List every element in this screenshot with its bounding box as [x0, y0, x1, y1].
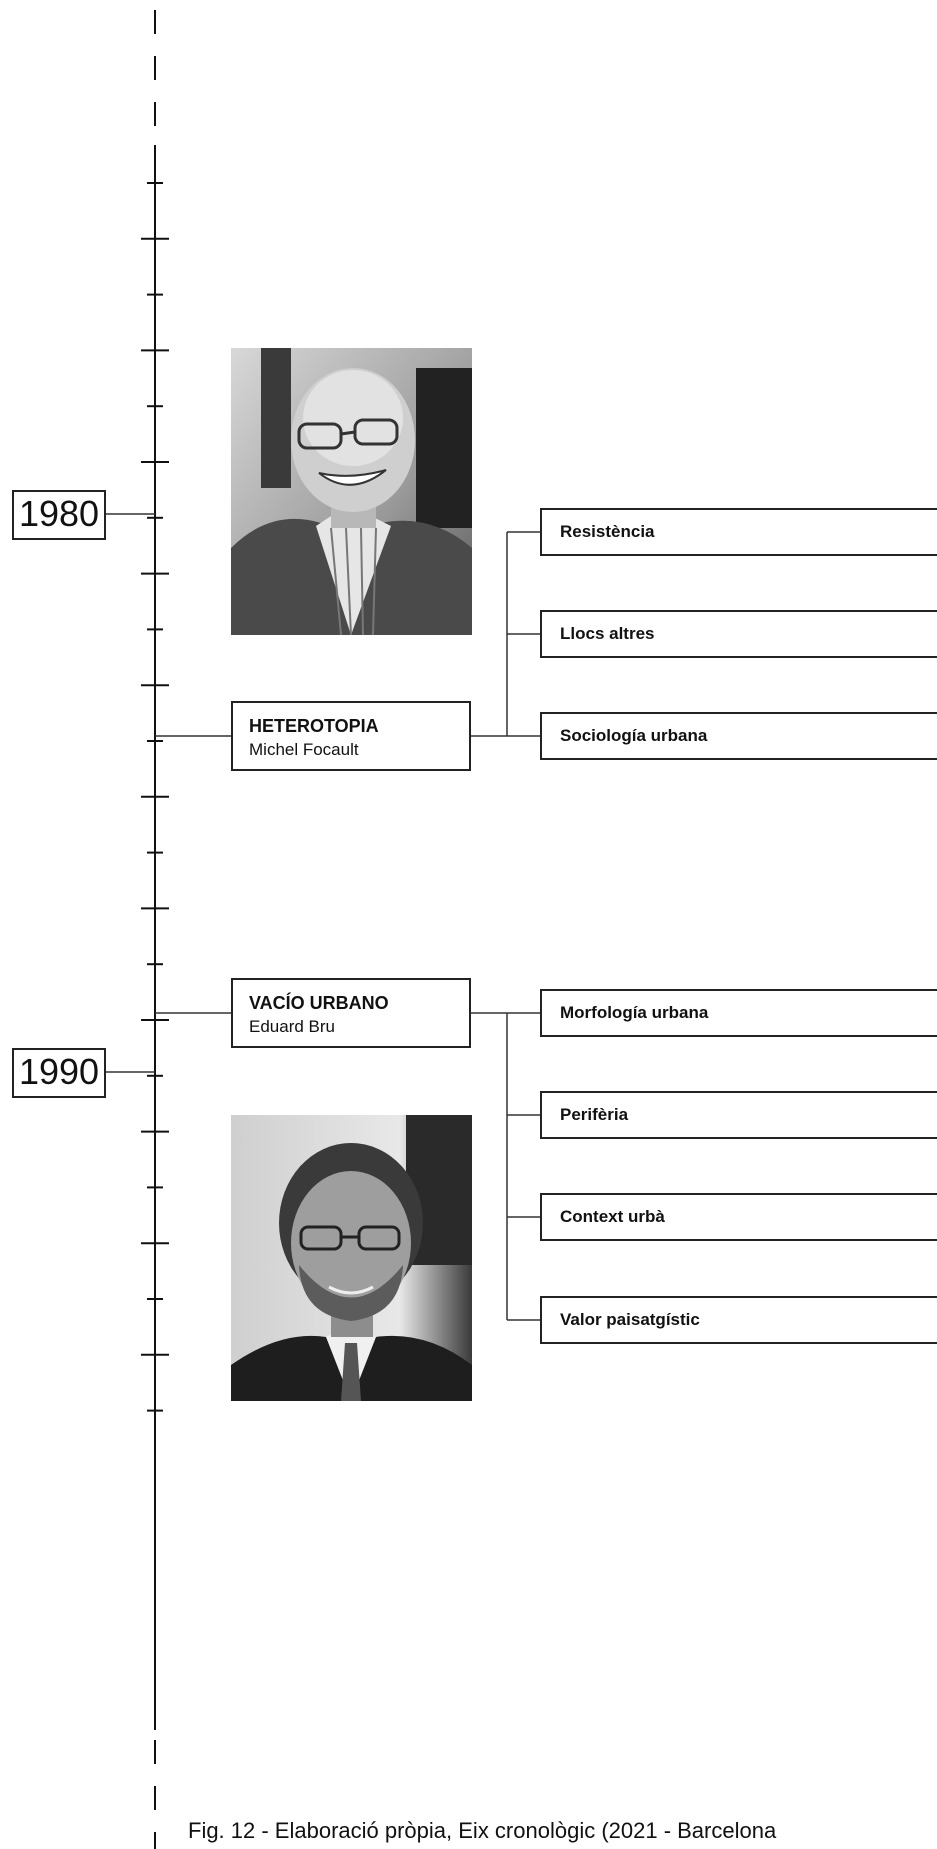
- tag-morfologia-urbana: Morfología urbana: [540, 989, 937, 1037]
- tag-llocs-altres: Llocs altres: [540, 610, 937, 658]
- concept-title: VACÍO URBANO: [249, 993, 389, 1013]
- portrait-michel-foucault: [231, 348, 472, 635]
- concept-heterotopia: HETEROTOPIA Michel Focault: [231, 701, 471, 771]
- concept-author: Eduard Bru: [249, 1017, 335, 1036]
- concept-title: HETEROTOPIA: [249, 716, 379, 736]
- year-label-1990: 1990: [12, 1048, 106, 1098]
- tag-context-urba: Context urbà: [540, 1193, 937, 1241]
- portrait-eduard-bru: [231, 1115, 472, 1401]
- tag-sociologia-urbana: Sociología urbana: [540, 712, 937, 760]
- year-label-1980: 1980: [12, 490, 106, 540]
- tag-periferia: Perifèria: [540, 1091, 937, 1139]
- tag-valor-paisatgistic: Valor paisatgístic: [540, 1296, 937, 1344]
- concept-author: Michel Focault: [249, 740, 359, 759]
- concept-vacio-urbano: VACÍO URBANO Eduard Bru: [231, 978, 471, 1048]
- figure-caption: Fig. 12 - Elaboració pròpia, Eix cronolò…: [188, 1818, 777, 1843]
- tag-resistencia: Resistència: [540, 508, 937, 556]
